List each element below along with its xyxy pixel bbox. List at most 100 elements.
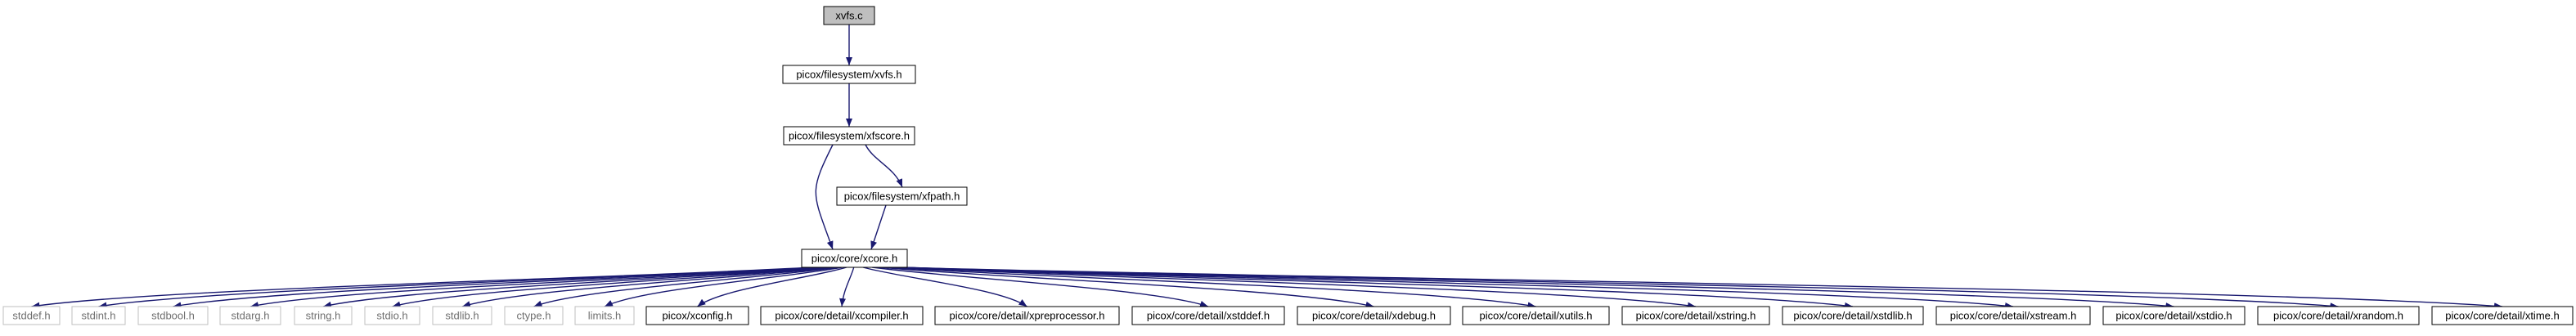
node-box <box>823 6 875 25</box>
edge-xcore_h-to-stdbool_h <box>173 267 820 309</box>
node-label: stdbool.h <box>151 310 195 322</box>
edge-xcore_h-to-stdint_h <box>98 267 817 309</box>
node-label: picox/core/detail/xrandom.h <box>2273 310 2403 322</box>
node-xcompiler-h[interactable]: picox/core/detail/xcompiler.h <box>760 306 924 325</box>
node-box <box>294 306 353 325</box>
edge-xcore_h-to-xconfig_h <box>697 267 847 307</box>
node-box <box>934 306 1120 325</box>
node-label: ctype.h <box>517 310 551 322</box>
edges-layer <box>31 25 2503 310</box>
node-xstdio-h[interactable]: picox/core/detail/xstdio.h <box>2102 306 2246 325</box>
node-label: picox/core/detail/xdebug.h <box>1312 310 1436 322</box>
edge-xcore_h-to-xdebug_h <box>880 267 1374 308</box>
node-label: picox/filesystem/xfpath.h <box>844 190 960 203</box>
node-label: limits.h <box>588 310 621 322</box>
edge-xcore_h-to-stdlib_h <box>461 267 835 307</box>
node-stdint-h: stdint.h <box>71 306 126 325</box>
node-box <box>836 186 968 206</box>
node-box <box>1297 306 1451 325</box>
node-xfpath-h[interactable]: picox/filesystem/xfpath.h <box>836 186 968 206</box>
node-box <box>1935 306 2091 325</box>
node-label: xvfs.c <box>835 10 863 22</box>
node-xvfs-c[interactable]: xvfs.c <box>823 6 875 25</box>
node-xpreprocessor-h[interactable]: picox/core/detail/xpreprocessor.h <box>934 306 1120 325</box>
node-xutils-h[interactable]: picox/core/detail/xutils.h <box>1462 306 1610 325</box>
edge-xfpath_h-to-xcore_h <box>870 204 887 250</box>
node-stdlib-h: stdlib.h <box>432 306 492 325</box>
node-box <box>2431 306 2574 325</box>
node-box <box>432 306 492 325</box>
node-box <box>71 306 126 325</box>
edge-xcore_h-to-xcompiler_h <box>839 267 855 307</box>
node-label: picox/xconfig.h <box>663 310 733 322</box>
node-label: picox/filesystem/xvfs.h <box>796 69 901 81</box>
node-box <box>1782 306 1924 325</box>
edge-xcore_h-to-stdio_h <box>392 267 832 308</box>
node-xstream-h[interactable]: picox/core/detail/xstream.h <box>1935 306 2091 325</box>
edge-xcore_h-to-limits_h <box>604 267 843 307</box>
node-box <box>219 306 281 325</box>
node-box <box>645 306 749 325</box>
edge-xcore_h-to-xtime_h <box>899 267 2503 310</box>
node-box <box>1131 306 1285 325</box>
node-string-h: string.h <box>294 306 353 325</box>
node-label: stddef.h <box>12 310 50 322</box>
edge-xcore_h-to-xrandom_h <box>899 267 2339 310</box>
node-xstddef-h[interactable]: picox/core/detail/xstddef.h <box>1131 306 1285 325</box>
node-label: picox/core/detail/xstdlib.h <box>1793 310 1912 322</box>
node-stddef-h: stddef.h <box>2 306 61 325</box>
node-box <box>2 306 61 325</box>
node-label: picox/core/detail/xutils.h <box>1479 310 1592 322</box>
node-xcore-h[interactable]: picox/core/xcore.h <box>801 249 908 268</box>
node-box <box>1621 306 1770 325</box>
node-box <box>574 306 635 325</box>
edge-xcore_h-to-xstdio_h <box>899 267 2174 310</box>
node-label: picox/core/detail/xstream.h <box>1950 310 2077 322</box>
edge-xcore_h-to-xstream_h <box>899 267 2014 309</box>
node-stdio-h: stdio.h <box>364 306 420 325</box>
edge-xcore_h-to-xpreprocessor_h <box>862 267 1027 307</box>
node-xstring-h[interactable]: picox/core/detail/xstring.h <box>1621 306 1770 325</box>
node-label: picox/core/detail/xstddef.h <box>1147 310 1270 322</box>
node-ctype-h: ctype.h <box>504 306 564 325</box>
edge-xfscore_h-to-xcore_h <box>815 144 834 250</box>
node-label: string.h <box>306 310 341 322</box>
node-xrandom-h[interactable]: picox/core/detail/xrandom.h <box>2257 306 2420 325</box>
node-label: stdlib.h <box>445 310 479 322</box>
edge-xcore_h-to-xutils_h <box>888 267 1536 309</box>
edge-xcore_h-to-string_h <box>322 267 829 308</box>
edge-xfscore_h-to-xfpath_h <box>865 144 903 188</box>
node-box <box>783 126 915 146</box>
node-box <box>137 306 209 325</box>
node-xdebug-h[interactable]: picox/core/detail/xdebug.h <box>1297 306 1451 325</box>
node-box <box>504 306 564 325</box>
node-label: picox/core/detail/xstring.h <box>1636 310 1756 322</box>
node-xvfs-h[interactable]: picox/filesystem/xvfs.h <box>782 65 916 84</box>
node-xtime-h[interactable]: picox/core/detail/xtime.h <box>2431 306 2574 325</box>
node-label: picox/filesystem/xfscore.h <box>789 130 910 142</box>
node-box <box>801 249 908 268</box>
node-xfscore-h[interactable]: picox/filesystem/xfscore.h <box>783 126 915 146</box>
node-label: stdarg.h <box>232 310 270 322</box>
node-stdarg-h: stdarg.h <box>219 306 281 325</box>
node-label: picox/core/xcore.h <box>811 253 898 265</box>
nodes-layer: xvfs.c picox/filesystem/xvfs.h picox/files… <box>2 6 2574 325</box>
node-label: picox/core/detail/xstdio.h <box>2115 310 2232 322</box>
node-box <box>1462 306 1610 325</box>
node-limits-h: limits.h <box>574 306 635 325</box>
node-box <box>364 306 420 325</box>
node-stdbool-h: stdbool.h <box>137 306 209 325</box>
edge-xcore_h-to-ctype_h <box>533 267 838 307</box>
edge-xcore_h-to-xstddef_h <box>872 267 1209 307</box>
node-box <box>782 65 916 84</box>
node-label: picox/core/detail/xtime.h <box>2445 310 2559 322</box>
node-label: stdint.h <box>82 310 116 322</box>
node-label: stdio.h <box>376 310 407 322</box>
edge-xcore_h-to-stdarg_h <box>250 267 825 308</box>
edge-xcore_h-to-xstdlib_h <box>899 267 1854 309</box>
node-box <box>2102 306 2246 325</box>
edge-xcore_h-to-xstring_h <box>896 267 1697 309</box>
node-xstdlib-h[interactable]: picox/core/detail/xstdlib.h <box>1782 306 1924 325</box>
node-box <box>760 306 924 325</box>
node-xconfig-h[interactable]: picox/xconfig.h <box>645 306 749 325</box>
